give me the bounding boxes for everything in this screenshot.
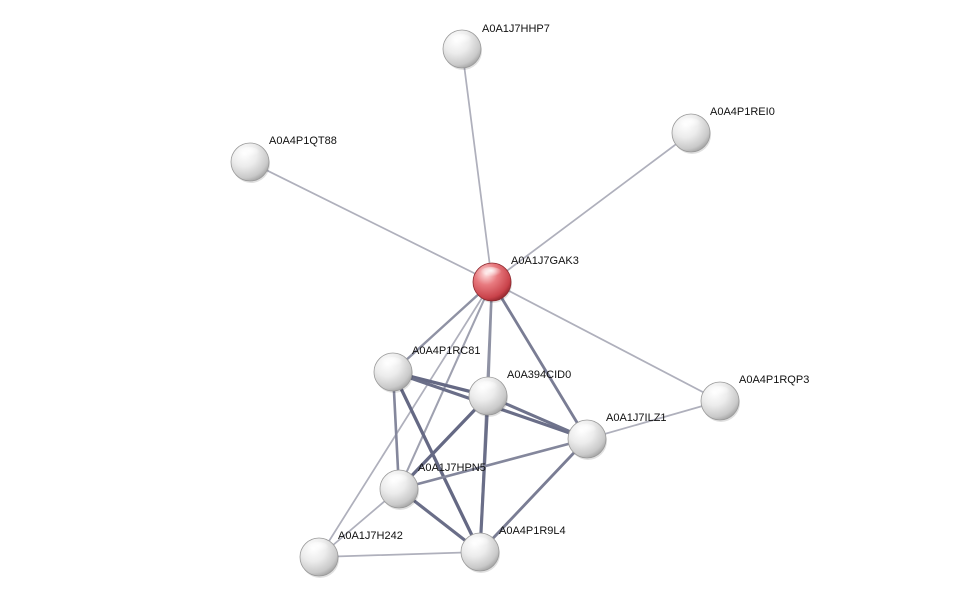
node-A0A4P1QT88[interactable]: A0A4P1QT88 xyxy=(230,135,337,183)
node-label: A0A4P1R9L4 xyxy=(499,525,566,537)
edge-A0A1J7ILZ1-A0A1J7HPN5 xyxy=(397,437,589,491)
node-A0A4P1REI0[interactable]: A0A4P1REI0 xyxy=(671,106,775,154)
edge-A0A1J7GAK3-A0A4P1REI0 xyxy=(491,132,692,283)
edge-A0A1J7GAK3-A0A1J7HHP7 xyxy=(461,48,493,283)
edge-A0A1J7GAK3-A0A4P1RC81 xyxy=(391,280,494,374)
edge-A0A1J7ILZ1-A0A4P1RQP3 xyxy=(586,400,721,440)
node-highlight xyxy=(468,537,490,549)
node-A0A1J7HHP7[interactable]: A0A1J7HHP7 xyxy=(442,23,550,70)
edge-A0A1J7GAK3-A0A1J7ILZ1 xyxy=(490,280,589,441)
node-highlight xyxy=(387,474,409,486)
node-label: A0A1J7GAK3 xyxy=(511,255,579,267)
node-A0A4P1RQP3[interactable]: A0A4P1RQP3 xyxy=(700,374,809,422)
edge-A0A4P1RC81-A0A1J7HPN5 xyxy=(391,370,401,491)
node-label: A0A1J7ILZ1 xyxy=(606,412,667,424)
edges-layer xyxy=(249,48,721,558)
nodes-layer: A0A1J7HHP7A0A4P1REI0A0A4P1QT88A0A1J7GAK3… xyxy=(230,23,809,578)
node-label: A0A4P1QT88 xyxy=(269,135,337,147)
edge-A0A394CID0-A0A1J7HPN5 xyxy=(397,394,490,491)
node-highlight xyxy=(575,424,597,436)
node-highlight xyxy=(307,542,329,554)
node-highlight xyxy=(381,357,403,369)
node-label: A0A4P1RC81 xyxy=(412,345,481,357)
edge-A0A1J7GAK3-A0A1J7H242 xyxy=(318,281,493,558)
node-A0A1J7ILZ1[interactable]: A0A1J7ILZ1 xyxy=(567,412,667,460)
node-highlight xyxy=(238,147,260,159)
edge-A0A1J7H242-A0A4P1R9L4 xyxy=(318,551,481,558)
node-A0A1J7HPN5[interactable]: A0A1J7HPN5 xyxy=(379,462,486,510)
node-label: A0A1J7HPN5 xyxy=(418,462,486,474)
edge-A0A4P1RC81-A0A4P1R9L4 xyxy=(391,370,482,554)
node-A0A4P1RC81[interactable]: A0A4P1RC81 xyxy=(373,345,481,393)
node-highlight xyxy=(679,118,701,130)
edge-A0A1J7ILZ1-A0A4P1R9L4 xyxy=(478,437,589,554)
node-highlight xyxy=(476,381,498,393)
node-A0A1J7H242[interactable]: A0A1J7H242 xyxy=(299,530,403,578)
node-label: A0A1J7HHP7 xyxy=(482,23,550,35)
node-A0A394CID0[interactable]: A0A394CID0 xyxy=(468,369,571,417)
node-label: A0A1J7H242 xyxy=(338,530,403,542)
edge-A0A394CID0-A0A4P1R9L4 xyxy=(478,394,490,554)
node-label: A0A394CID0 xyxy=(507,369,571,381)
node-A0A4P1R9L4[interactable]: A0A4P1R9L4 xyxy=(460,525,566,573)
node-highlight xyxy=(480,267,502,279)
edge-A0A1J7GAK3-A0A4P1RQP3 xyxy=(491,281,721,402)
node-label: A0A4P1RQP3 xyxy=(739,374,809,386)
node-highlight xyxy=(708,386,730,398)
node-label: A0A4P1REI0 xyxy=(710,106,775,118)
node-highlight xyxy=(450,34,472,46)
edge-A0A1J7GAK3-A0A4P1QT88 xyxy=(249,161,493,283)
node-A0A1J7GAK3[interactable]: A0A1J7GAK3 xyxy=(472,255,579,303)
